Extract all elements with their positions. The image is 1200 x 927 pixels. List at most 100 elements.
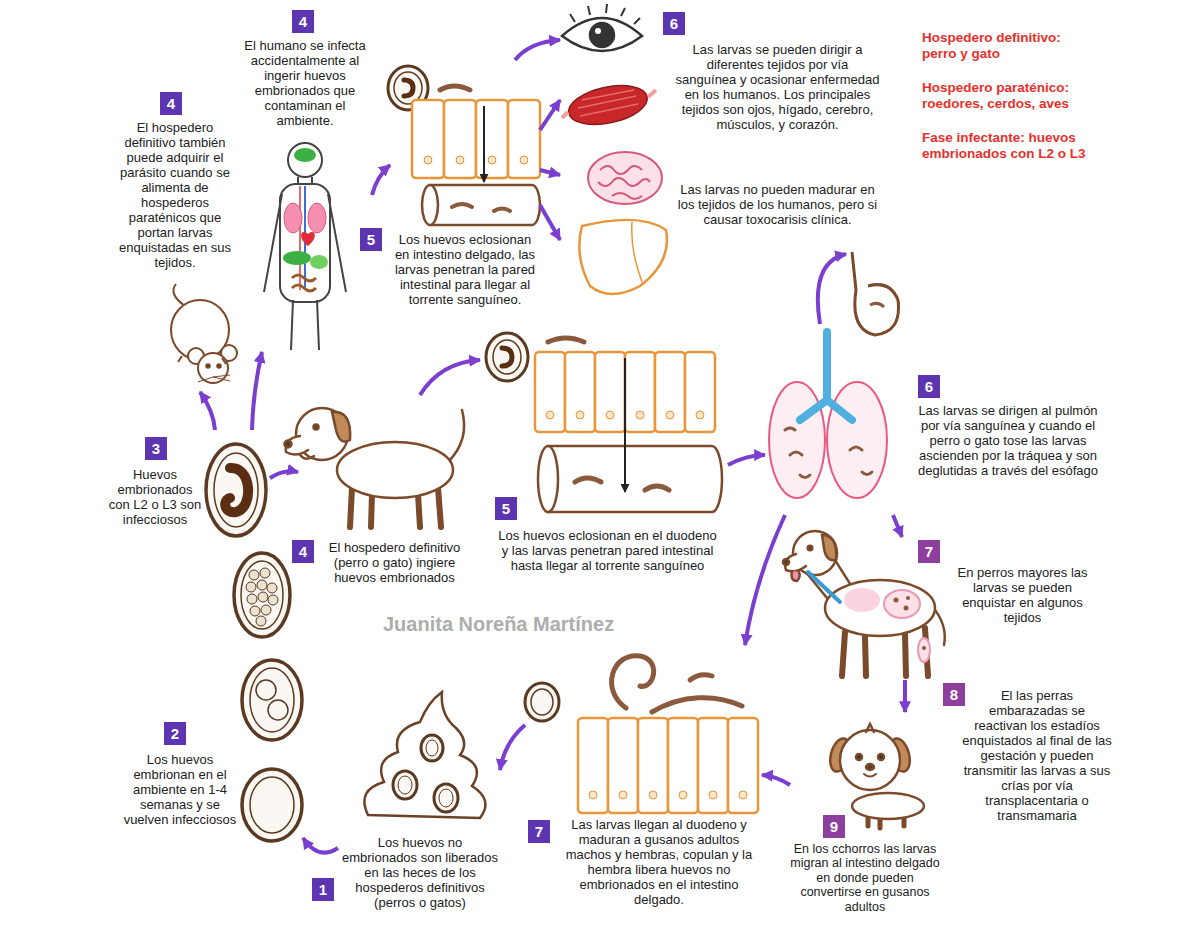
human-figure bbox=[284, 203, 302, 233]
feces-figure bbox=[364, 692, 485, 818]
callout-number: 9 bbox=[823, 815, 845, 838]
intestine-wall bbox=[649, 791, 657, 799]
two-cell-egg bbox=[242, 660, 302, 740]
step-group: 9En los cchorros las larvas migran al in… bbox=[790, 712, 940, 924]
human-figure bbox=[280, 184, 330, 302]
step-group: 5Los huevos eclosionan en intestino delg… bbox=[390, 60, 540, 325]
intestine-wall bbox=[685, 352, 715, 432]
intestine-wall bbox=[412, 100, 444, 178]
adult-worms bbox=[612, 656, 742, 712]
morula-egg bbox=[246, 582, 256, 592]
brain-figure bbox=[588, 152, 662, 204]
intestine-wall bbox=[739, 791, 747, 799]
dog-figure bbox=[884, 590, 920, 618]
mouse-figure bbox=[198, 353, 228, 383]
morula-egg bbox=[249, 570, 259, 580]
cycle-arrow bbox=[540, 170, 560, 175]
brain-figure bbox=[588, 152, 662, 204]
note-text: Hospedero paraténico: roedores, cerdos, … bbox=[922, 80, 1094, 112]
step-group: 3Huevos embrionados con L2 o L3 son infe… bbox=[105, 430, 270, 548]
intestine-wall bbox=[412, 100, 540, 225]
callout-number: 4 bbox=[160, 92, 182, 115]
cycle-arrow bbox=[540, 100, 560, 130]
dog-figure bbox=[844, 588, 880, 612]
step-description: El humano se infecta accidentalmente al … bbox=[238, 38, 372, 128]
intestine-wall bbox=[508, 100, 540, 178]
dog-figure bbox=[922, 646, 926, 650]
intestine-wall bbox=[668, 718, 698, 813]
intestine-wall bbox=[456, 156, 464, 164]
intestine-wall bbox=[575, 478, 669, 490]
intestine-wall bbox=[488, 156, 496, 164]
step-group: 1Los huevos no embrionados son liberados… bbox=[338, 680, 500, 922]
intestine-wall bbox=[589, 791, 747, 799]
liver-figure bbox=[579, 220, 667, 294]
intestine-wall bbox=[535, 352, 565, 432]
puppy-figure bbox=[866, 764, 874, 770]
morula-egg bbox=[258, 592, 268, 602]
intestine-wall bbox=[422, 185, 438, 225]
step-description: Los huevos embrionan en el ambiente en 1… bbox=[120, 752, 240, 827]
cycle-arrow bbox=[515, 40, 560, 60]
feces-figure bbox=[439, 789, 453, 807]
intestine-wall bbox=[538, 446, 558, 512]
egg-hatching bbox=[502, 348, 512, 366]
callout-number: 5 bbox=[495, 497, 517, 520]
lungs-figure bbox=[800, 332, 852, 420]
feces-figure bbox=[421, 735, 443, 761]
dog-figure bbox=[783, 559, 789, 565]
brain-figure bbox=[598, 166, 650, 199]
step-description: Los huevos eclosionan en intestino delga… bbox=[390, 232, 540, 307]
intestine-wall bbox=[548, 446, 722, 512]
step-group: 4El hospedero definitivo también puede a… bbox=[115, 90, 235, 392]
cycle-arrow bbox=[372, 165, 390, 195]
step-description: Los huevos no embrionados son liberados … bbox=[340, 835, 500, 910]
stomach-figure bbox=[818, 254, 846, 324]
cycle-arrow bbox=[540, 205, 560, 240]
morula-egg bbox=[268, 595, 278, 605]
morula-egg bbox=[267, 583, 277, 593]
muscle-figure bbox=[562, 90, 656, 118]
lungs-figure bbox=[769, 332, 887, 498]
stomach-figure bbox=[852, 252, 899, 335]
dog-figure bbox=[337, 442, 453, 498]
cycle-arrow bbox=[270, 471, 298, 478]
mouse-figure bbox=[171, 284, 237, 383]
dog-figure bbox=[822, 535, 836, 560]
dog-figure bbox=[808, 572, 840, 602]
step-description: Las larvas se pueden dirigir a diferente… bbox=[675, 42, 880, 132]
dog-figure bbox=[285, 408, 465, 527]
human-figure bbox=[294, 148, 316, 162]
step-description: Huevos embrionados con L2 o L3 son infec… bbox=[106, 467, 204, 527]
step-group: 5Los huevos eclosionan en el duodeno y l… bbox=[480, 328, 728, 595]
two-cell-egg bbox=[242, 660, 302, 740]
human-figure bbox=[308, 203, 326, 233]
stomach-figure bbox=[818, 252, 899, 335]
cycle-arrow bbox=[500, 725, 525, 770]
watermark: Juanita Noreña Martínez bbox=[383, 612, 614, 636]
intestine-wall bbox=[424, 156, 528, 164]
adult-worms bbox=[652, 698, 742, 712]
mouse-figure bbox=[217, 364, 221, 368]
egg-hatching bbox=[548, 338, 584, 342]
cycle-arrow bbox=[420, 360, 480, 395]
unembryonated-egg bbox=[250, 777, 294, 833]
puppy-figure bbox=[866, 724, 874, 732]
embryonated-egg bbox=[225, 468, 248, 512]
feces-figure bbox=[398, 776, 412, 794]
note-text: Fase infectante: huevos embrionados con … bbox=[922, 130, 1094, 162]
morula-egg bbox=[246, 568, 278, 626]
muscle-figure bbox=[562, 79, 656, 131]
intestine-wall bbox=[638, 718, 668, 813]
liver-figure bbox=[632, 222, 642, 282]
dog-figure bbox=[825, 580, 935, 636]
two-cell-egg bbox=[256, 680, 276, 700]
step-group: 6Las larvas se dirigen al pulmón por vía… bbox=[765, 250, 1105, 515]
callout-number: 2 bbox=[164, 722, 186, 745]
intestine-wall bbox=[520, 156, 528, 164]
feces-figure bbox=[426, 740, 438, 756]
human-figure bbox=[298, 177, 312, 184]
eye-figure bbox=[595, 28, 601, 34]
morula-egg bbox=[234, 553, 290, 637]
